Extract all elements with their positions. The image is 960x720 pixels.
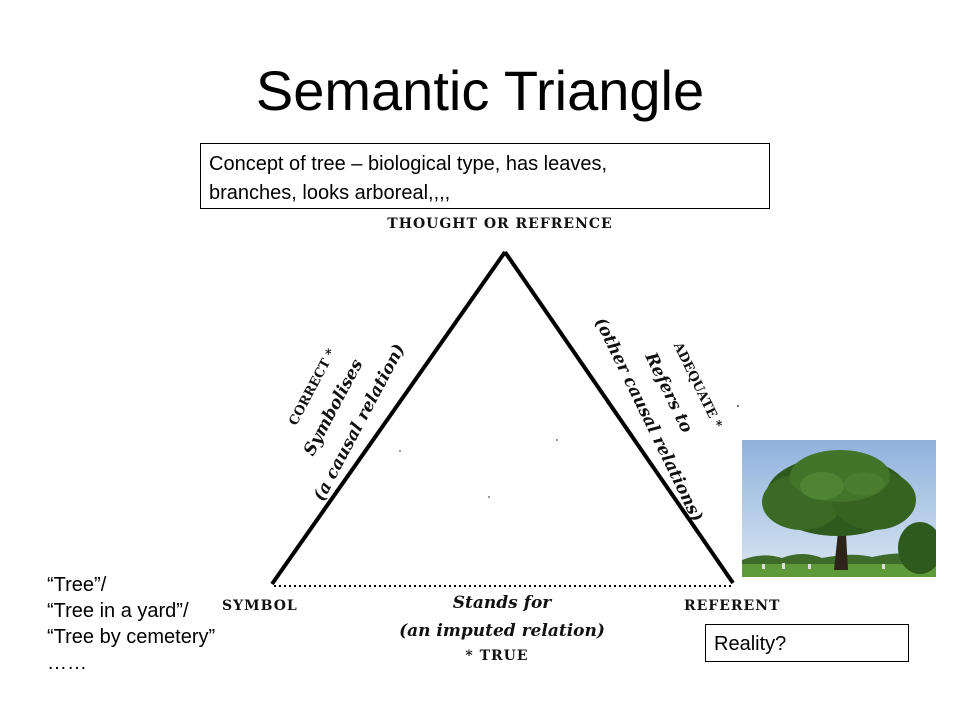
symbol-example-3: “Tree by cemetery”: [47, 626, 216, 648]
base-truth-label: * TRUE: [465, 648, 528, 664]
tree-photo: [742, 440, 936, 577]
left-side-line: [270, 250, 507, 586]
concept-description-box: Concept of tree – biological type, has l…: [200, 143, 770, 209]
concept-line-1: Concept of tree – biological type, has l…: [209, 153, 608, 175]
speck: [736, 404, 740, 408]
symbol-examples: “Tree”/ “Tree in a yard”/ “Tree by cemet…: [47, 572, 215, 676]
symbol-example-1: “Tree”/: [47, 574, 107, 596]
base-relation-label: Stands for: [453, 593, 553, 613]
speck: [399, 450, 401, 452]
symbol-label: SYMBOL: [222, 598, 298, 614]
speck: [556, 439, 558, 441]
apex-label: THOUGHT OR REFRENCE: [387, 216, 612, 232]
slide-title: Semantic Triangle: [255, 59, 705, 122]
concept-line-2: branches, looks arboreal,,,,: [209, 182, 451, 204]
symbol-example-2: “Tree in a yard”/: [47, 600, 189, 622]
base-note-label: (an imputed relation): [399, 621, 605, 641]
right-side-line: [503, 250, 735, 585]
speck: [488, 496, 490, 498]
reality-box: Reality?: [705, 624, 909, 662]
symbol-example-4: ……: [47, 652, 87, 674]
referent-label: REFERENT: [684, 598, 780, 614]
